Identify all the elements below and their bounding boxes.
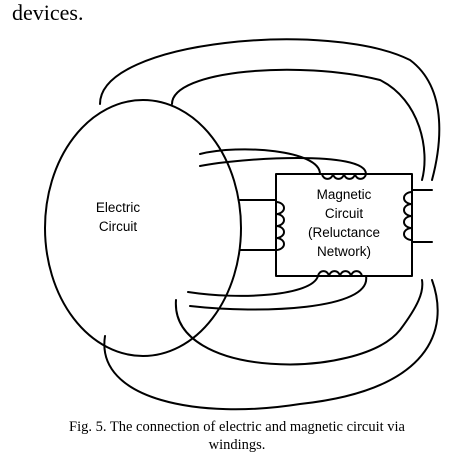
winding-right-coil: [403, 191, 413, 241]
winding-left-coil: [275, 201, 285, 251]
electric-circuit-label-line-2: Circuit: [99, 219, 138, 234]
winding-bottom-lead-right: [189, 275, 368, 311]
winding-top-lead-right: [199, 157, 367, 175]
outer-wire-top-return: [171, 68, 426, 181]
magnetic-circuit-label-line-2: Circuit: [325, 206, 364, 221]
magnetic-circuit-label-line-1: Magnetic: [317, 187, 372, 202]
caption-line-1: Fig. 5. The connection of electric and m…: [69, 419, 405, 435]
winding-bottom-coil: [317, 270, 363, 277]
preceding-text-fragment: devices.: [12, 0, 84, 25]
winding-top-coil: [321, 173, 367, 180]
outer-wire-bottom: [103, 279, 439, 411]
figure-caption: Fig. 5. The connection of electric and m…: [20, 418, 454, 454]
winding-bottom-lead-left: [187, 275, 319, 297]
winding-top-lead-left: [199, 148, 321, 175]
electric-circuit-oval: [44, 99, 242, 357]
magnetic-circuit-label-line-3: (Reluctance: [308, 225, 380, 240]
outer-wire-top: [99, 38, 441, 181]
caption-line-2: windings.: [208, 437, 266, 453]
electric-circuit-label-line-1: Electric: [96, 200, 141, 215]
outer-wire-bottom-return: [174, 279, 424, 366]
magnetic-circuit-label-line-4: Network): [317, 244, 371, 259]
